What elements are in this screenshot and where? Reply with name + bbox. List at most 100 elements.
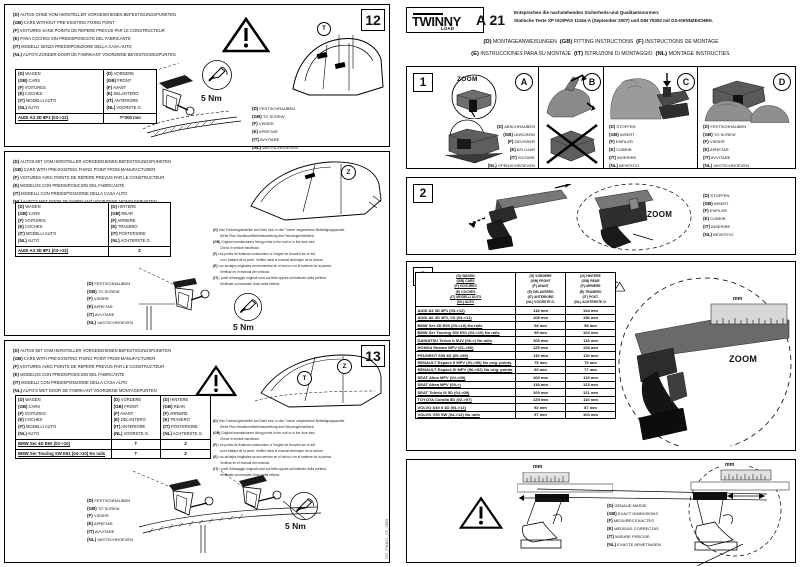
row-front: 97 mm — [515, 410, 566, 420]
row-model: RENAULT Espace II MPV (91->96) No orig. … — [415, 358, 516, 368]
step-1b-forbidden-diagram — [545, 123, 599, 165]
row-front: 110 mm — [515, 351, 566, 360]
heading-line-gb: (GB) CARS WITHOUT PRE-EXISTING FIXING PO… — [13, 19, 115, 25]
language-title-line-1: (D) MONTAGEANWEISUNGEN (GB) FITTING INST… — [483, 39, 719, 45]
row-model: SEAT Altea MPV (09->) — [415, 380, 516, 390]
step-3-panel: 3 — [406, 261, 796, 451]
brand-name: TWINNY — [412, 14, 461, 29]
screw-action-list-12: (D) FESTSCHRAUBEN (GB) TO SCREW (F) VISS… — [252, 106, 299, 150]
row-model: AUDI A3 3D 8P1 (03->12) — [15, 245, 109, 257]
heading-line-e: (E) PARA COCHES SIN PREDISPOSICION DEL F… — [13, 35, 131, 41]
divider-b-c — [603, 67, 604, 168]
mount-assembly-diagram-13 — [133, 467, 323, 559]
row-model: AUDI A3 3D 8P1 (03->12) — [14, 112, 105, 124]
step-2-bar-diagram — [467, 184, 577, 250]
row-rear: Z — [160, 438, 211, 450]
heading-line-it: (IT) MODELLI SENZA PREDISPOSIZIONE DELLA… — [13, 43, 132, 49]
table-row: BMW Ser Touring SW E61 (04->10) No rails… — [15, 448, 211, 460]
table-row: AUDI A3 3D 8P1 (03->12) T=300 mm — [14, 112, 157, 124]
torque-value-mid: 5 Nm — [233, 322, 254, 332]
marker-z-badge-13: Z — [337, 359, 352, 374]
exact-dimensions-action-list: (D) GENAUE MASSE (GB) EXACT DIMENSIONS (… — [607, 503, 661, 547]
panel-12-number: 12 — [361, 9, 385, 31]
torque-value-13: 5 Nm — [285, 521, 306, 531]
marker-t-badge-13: T — [297, 371, 312, 386]
row-front: 125 mm — [515, 343, 566, 353]
step-1d-letter: D — [773, 73, 791, 91]
marker-t-badge-12: T — [317, 22, 331, 36]
step-3-zoom-label: ZOOM — [729, 354, 758, 364]
torque-wrench-icon-mid — [233, 292, 263, 322]
row-front: 69 mm — [515, 365, 566, 375]
heading-line-f: (F) VOITURES SANS POINTS DE REPERE PREVU… — [13, 27, 165, 33]
row-rear: 110 mm — [565, 351, 616, 360]
compat-header-front: (D) VORDERE (GB) FRONT (F) AVANT (E) DEL… — [515, 271, 566, 308]
row-model: SEAT Toledo III 5D (04->09) — [415, 388, 516, 397]
row-front: 99 mm — [515, 328, 566, 338]
brand-sub: LOAD — [441, 26, 455, 31]
step-2-action-list: (D) STOPFEN (GB) INSERT (F) ENFILER (E) … — [703, 193, 734, 237]
row-model: DAIHATSU Terios II SUV (06->) No rails — [415, 336, 516, 345]
row-rear: 98 mm — [565, 321, 616, 330]
exact-dimensions-panel: mm — [406, 459, 796, 566]
header-cell-front: (D) VORDERE (GB) FRONT (F) AVANT (E) DEL… — [103, 69, 157, 114]
step-1d-action-list: (D) FESTSCHRAUBEN (GB) TO SCREW (F) VISS… — [703, 124, 750, 168]
header-cell-cars: (D) WAGEN (GB) CARS (F) VOITURES (E) COC… — [14, 69, 105, 114]
norm-text: Entsprechen die nachstehenden Sicherheit… — [514, 10, 713, 23]
row-model: BMW Ser 4D E60 (03->10) — [15, 438, 112, 450]
row-front: 118 mm — [515, 380, 566, 390]
row-front: 108 mm — [515, 313, 566, 323]
dims-mm-label-right: mm — [725, 462, 735, 468]
warning-triangle-icon-dims — [459, 496, 503, 530]
panel-13-heading: (D) AUTOS MIT VOM HERSTELLER VORGESEHENE… — [13, 348, 171, 393]
step-3-zoom-diagram — [613, 276, 793, 446]
row-front: 98 mm — [515, 321, 566, 330]
row-model: VOLVO S40 II 4D (04->12) — [415, 403, 516, 412]
row-model: AUDI A3 3D 8P1 (03->12) — [415, 306, 516, 315]
car-roof-diagram-13 — [253, 347, 385, 415]
header-cell-rear: (D) HINTERE (GB) REAR (F) ARRIERE (E) TR… — [107, 202, 172, 247]
row-model: PEUGEOT 605 4D (60->99) — [415, 351, 516, 360]
panel-13: 13 (D) AUTOS MIT VOM HERSTELLER VORGESEH… — [4, 340, 390, 563]
row-rear: 87 mm — [565, 403, 616, 412]
brand-logo-box: TWINNY LOAD — [406, 7, 484, 33]
dims-mm-label-left: mm — [533, 464, 543, 470]
row-rear: 75 mm — [565, 358, 616, 368]
step-2-number: 2 — [413, 184, 433, 203]
row-model: BMW Ser Touring SW E61 (04->10) No rails — [15, 448, 112, 460]
step-1c-hand-diagram — [607, 73, 693, 121]
right-column: TWINNY LOAD A 21 Entsprechen die nachste… — [404, 4, 798, 566]
table-header-row: (D) WAGEN (GB) CARS (F) VOITURES (E) COC… — [15, 202, 172, 247]
panel-13-vehicle-table: (D) WAGEN (GB) CARS (F) VOITURES (E) COC… — [15, 395, 211, 460]
panel-12-vehicle-table: (D) WAGEN (GB) CARS (F) VOITURES (E) COC… — [14, 69, 157, 124]
row-model: SEAT Altea MPV (04->09) — [415, 373, 516, 382]
table-row: RENAULT Espace II MPV (91->96) No orig. … — [415, 358, 616, 368]
step-1-panel: 1 A ZOOM — [406, 66, 796, 169]
table-header-row: (D) WAGEN (GB) CARS (F) VOITURES (E) COC… — [14, 69, 157, 114]
warning-triangle-icon — [222, 17, 270, 53]
step-3-mm-label: mm — [733, 296, 743, 302]
row-rear: 119 mm — [565, 373, 616, 382]
row-value: Z — [107, 245, 172, 257]
panel-mid-heading: (D) AUTOS MIT VOM HERSTELLER VORGESEHENE… — [13, 159, 171, 204]
row-front: T — [110, 438, 162, 450]
row-model: BMW Ser Touring SW E61 (04->10) No rails — [415, 328, 516, 338]
panel-middle: (D) AUTOS MIT VOM HERSTELLER VORGESEHENE… — [4, 151, 390, 336]
row-rear: 121 mm — [565, 388, 616, 397]
compat-header-rear: (D) HINTERE (GB) REAR (F) ARRIERE (E) TR… — [565, 271, 616, 308]
row-front: T — [110, 448, 162, 460]
table-row: BMW Ser Touring SW E61 (04->10) No rails… — [415, 328, 616, 338]
row-model: HONDA Stream MPV (01->06) — [415, 343, 516, 353]
marker-z-badge-mid: Z — [341, 165, 356, 180]
row-rear: 103 mm — [565, 328, 616, 338]
row-rear: Z — [160, 448, 211, 460]
table-header-row: (D) WAGEN (GB) CARS (F) VOITURES (E) COC… — [15, 395, 211, 440]
mount-assembly-diagram-mid — [139, 260, 249, 332]
panel-12: 12 (D) AUTOS OHNE VOM HERSTELLER VORGESE… — [4, 4, 390, 150]
